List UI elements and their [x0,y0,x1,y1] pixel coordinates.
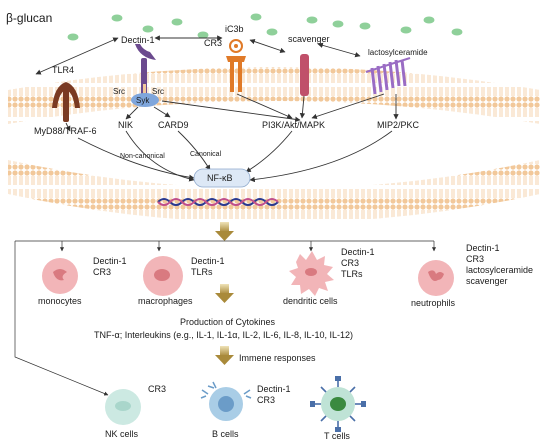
tlr4-label: TLR4 [52,65,74,75]
lactosylceramide-receptor [365,57,411,95]
dna-helix [157,198,279,206]
dendritic-label: dendritic cells [283,296,338,306]
dendritic-cell [289,251,334,296]
gold-arrow-2 [215,284,234,303]
tlr4-receptor [52,82,80,122]
monocyte-cell [42,258,78,294]
nk-receptor-1: CR3 [148,384,166,394]
dendritic-receptor-1: Dectin-1 [341,247,375,257]
cell-distribution-tree [14,240,437,396]
b-receptor-2: CR3 [257,395,275,405]
canonical-label: Canonical [190,151,222,158]
signaling-arrows [65,93,399,183]
card9-label: CARD9 [158,120,189,130]
monocytes-receptor-2: CR3 [93,267,111,277]
dectin1-receptor [135,44,156,98]
neutrophil-cell [418,260,454,296]
src-left-label: Src [113,87,125,96]
dendritic-receptor-3: TLRs [341,269,363,279]
cytokines-detail: TNF-α; Interleukins (e.g., IL-1, IL-1α, … [94,330,353,340]
t-cell [310,376,366,432]
b-cell [200,381,252,421]
nfkb-box [193,168,251,188]
monocytes-receptor-1: Dectin-1 [93,256,127,266]
neutrophils-receptor-2: CR3 [466,254,484,264]
myd88-label: MyD88/TRAF-6 [34,126,97,136]
beta-glucan-label: β-glucan [6,11,52,25]
syk-kinase [131,93,159,107]
cr3-receptor [226,39,246,92]
src-right-label: Src [152,87,164,96]
cytokines-title: Production of Cytokines [180,317,276,327]
macrophages-receptor-2: TLRs [191,267,213,277]
mip2-label: MIP2/PKC [377,120,420,130]
scavenger-receptor [300,54,309,96]
dendritic-receptor-2: CR3 [341,258,359,268]
neutrophils-receptor-3: lactosylceramide [466,265,533,275]
macrophage-cell [143,256,183,296]
gold-arrow-1 [215,222,234,241]
dectin1-label: Dectin-1 [121,35,155,45]
neutrophils-label: neutrophils [411,298,456,308]
b-label: B cells [212,429,239,439]
scavenger-label: scavenger [288,34,330,44]
neutrophils-receptor-4: scavenger [466,276,508,286]
glucan-binding-arrows [35,35,361,75]
macrophages-label: macrophages [138,296,193,306]
b-receptor-1: Dectin-1 [257,384,291,394]
nik-label: NIK [118,120,133,130]
cr3-label: CR3 [204,38,222,48]
lactosylceramide-label: lactosylceramide [368,48,428,57]
gold-arrow-3 [215,346,234,365]
syk-label: Syk [136,96,150,105]
nfkb-label: NF-κB [207,173,233,183]
nk-label: NK cells [105,429,139,439]
nk-cell [105,389,141,425]
non-canonical-label: Non-canonical [120,153,165,160]
neutrophils-receptor-1: Dectin-1 [466,243,500,253]
monocytes-label: monocytes [38,296,82,306]
immune-responses-label: Immene responses [239,353,316,363]
ic3b-label: iC3b [225,24,244,34]
pi3k-label: PI3K/Akt/MAPK [262,120,325,130]
t-label: T cells [324,431,350,441]
macrophages-receptor-1: Dectin-1 [191,256,225,266]
